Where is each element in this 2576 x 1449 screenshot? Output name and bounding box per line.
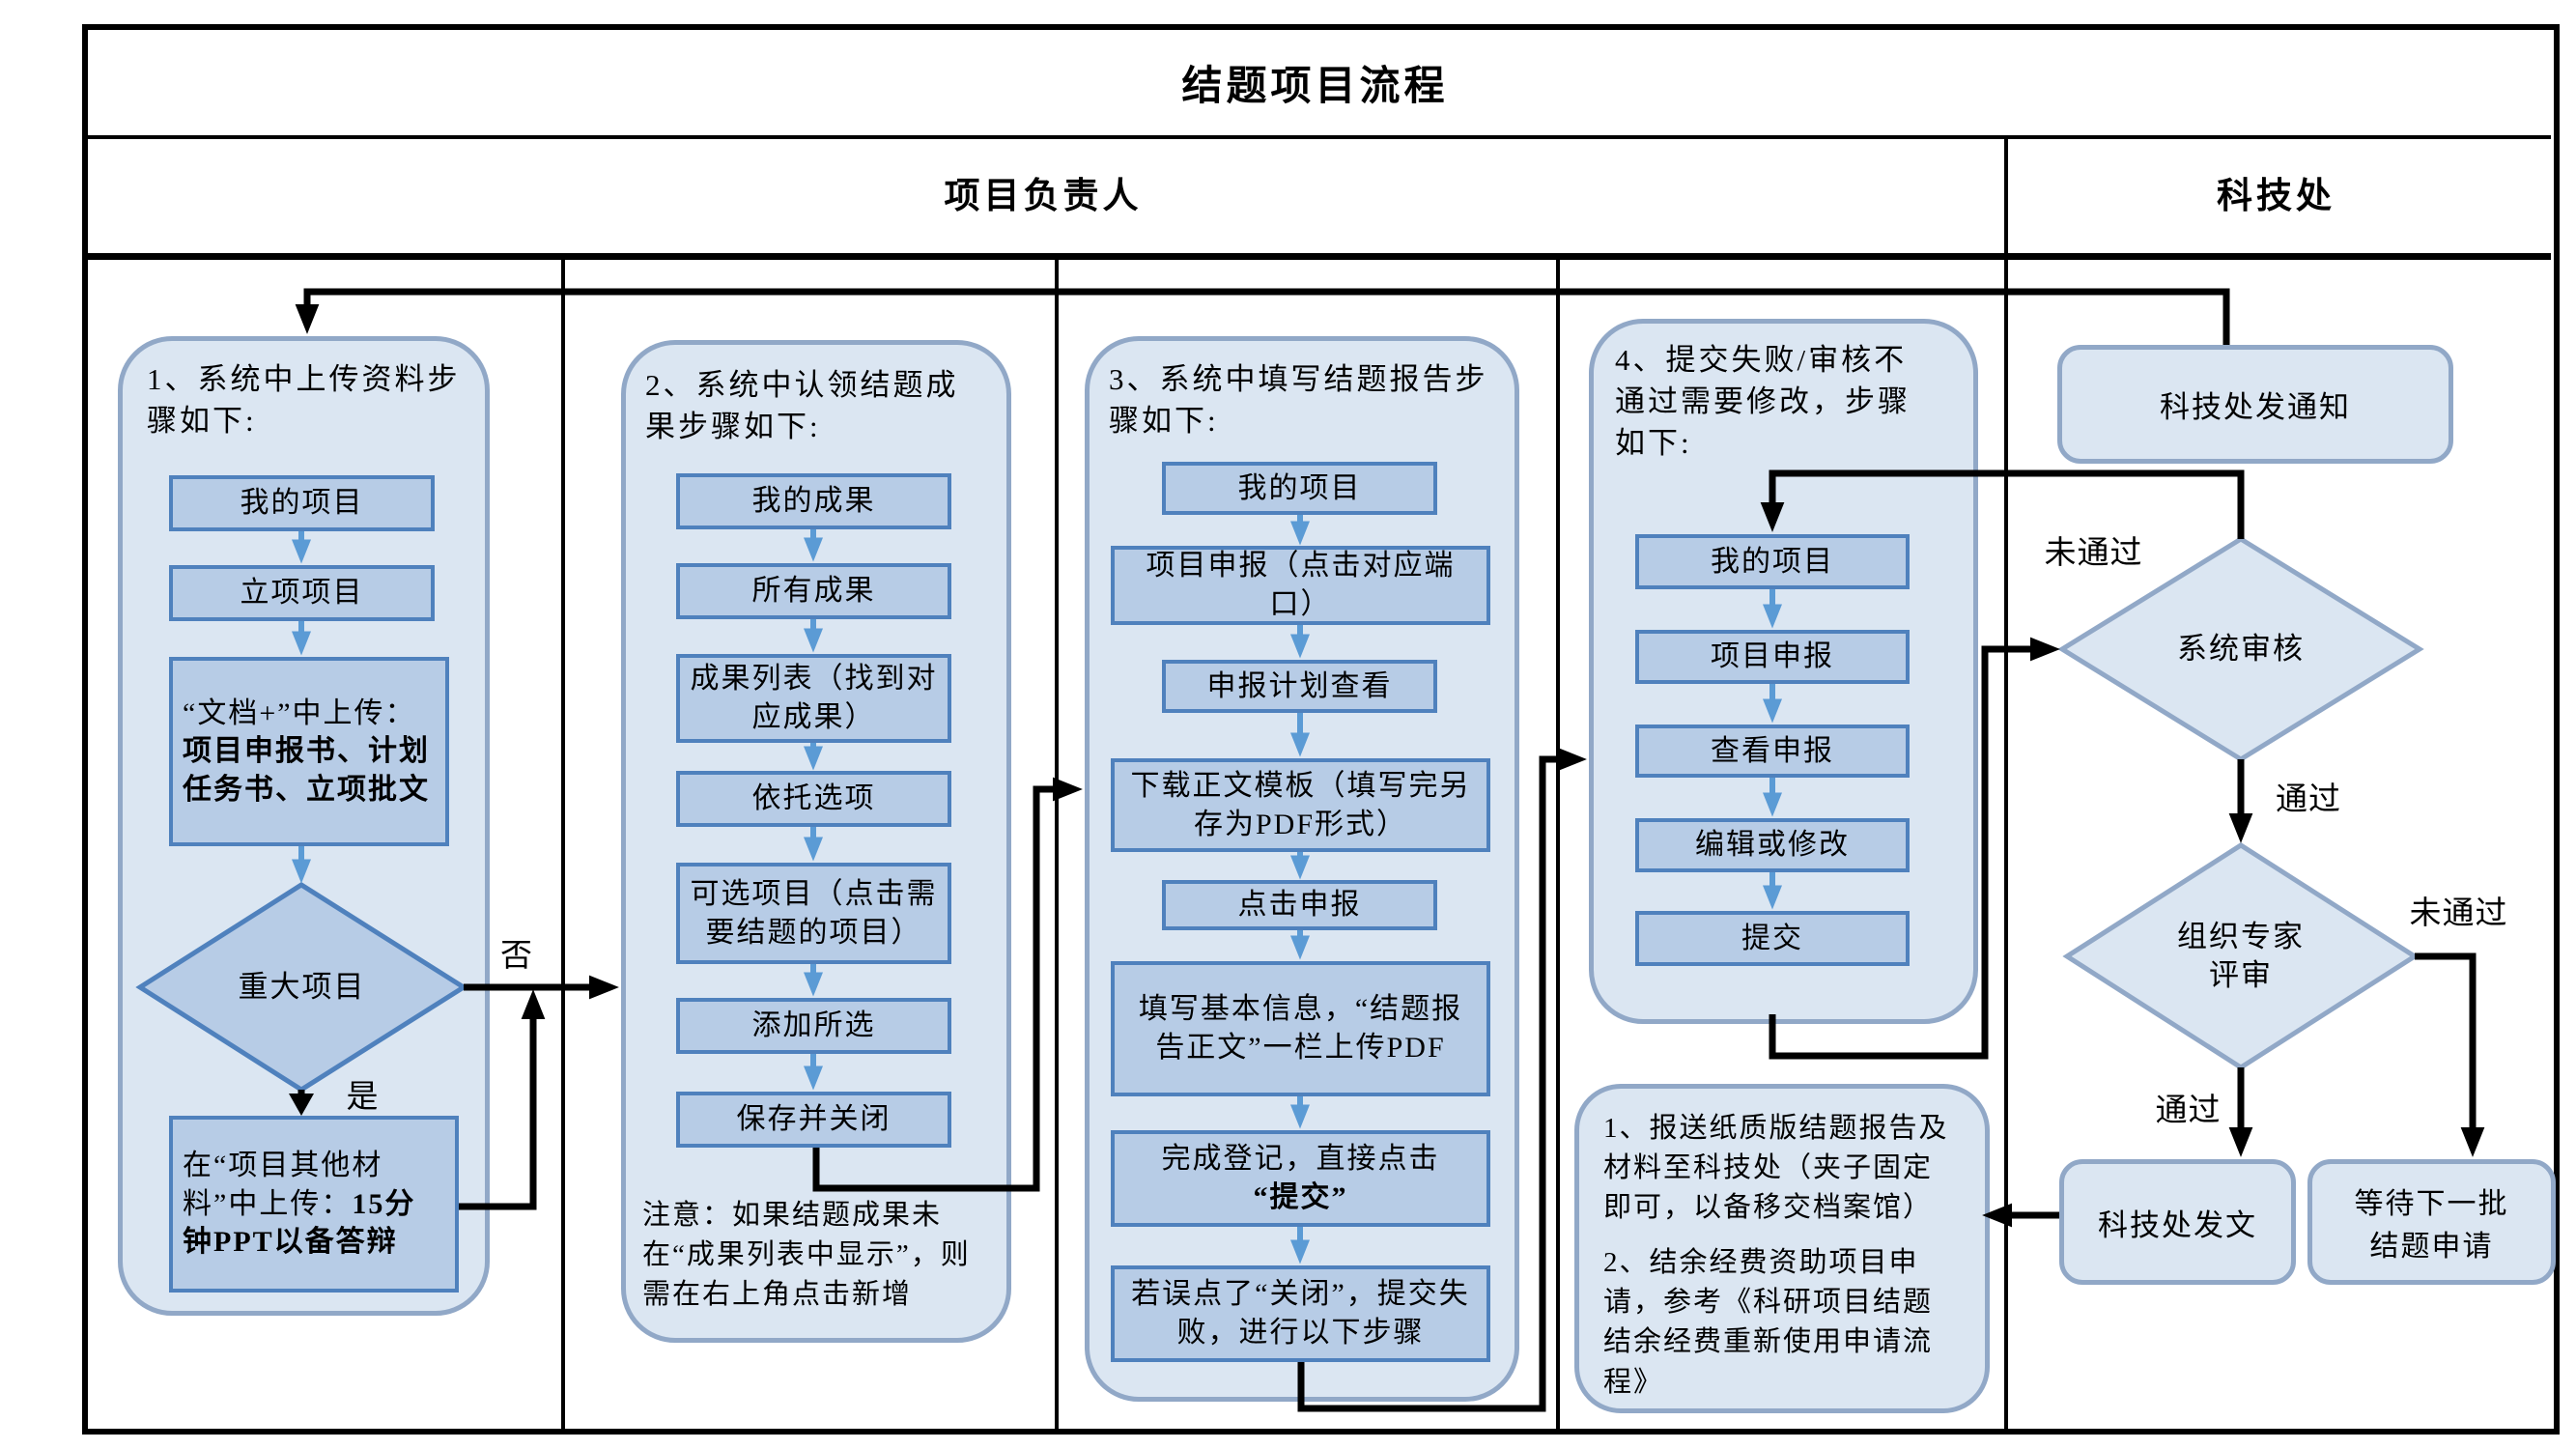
step2-note: 注意：如果结题成果未在“成果列表中显示”，则需在右上角点击新增 bbox=[642, 1200, 971, 1311]
expert-review-text: 组织专家评审 bbox=[2177, 919, 2305, 992]
box-office-issue-doc: 科技处发文 bbox=[2059, 1159, 2296, 1285]
step1-box-ppt: 在“项目其他材料”中上传：15分钟PPT以备答辩 bbox=[169, 1116, 459, 1293]
lane-divider-header bbox=[2004, 137, 2008, 255]
lane-divider-content bbox=[2004, 260, 2008, 1429]
step4-box-view-declare: 查看申报 bbox=[1635, 724, 1910, 778]
upload-docs-text: “文档+”中上传：项目申报书、计划任务书、立项批文 bbox=[183, 696, 430, 806]
label-no: 否 bbox=[500, 939, 533, 974]
lane-header-project-leader: 项目负责人 bbox=[944, 177, 1143, 216]
header-divider bbox=[85, 253, 2551, 260]
column-divider-3 bbox=[1556, 260, 1560, 1429]
wait-next-batch-text: 等待下一批结题申请 bbox=[2354, 1188, 2509, 1263]
ppt-text: 在“项目其他材料”中上传：15分钟PPT以备答辩 bbox=[183, 1150, 416, 1259]
label-sys-review-fail: 未通过 bbox=[2044, 536, 2143, 571]
step3-box-plan-view: 申报计划查看 bbox=[1162, 660, 1437, 713]
step1-box-my-projects: 我的项目 bbox=[169, 475, 435, 531]
column-divider-1 bbox=[561, 260, 565, 1429]
box-office-notify: 科技处发通知 bbox=[2057, 345, 2453, 464]
step3-header: 3、系统中填写结题报告步骤如下: bbox=[1109, 362, 1488, 438]
step4-box-edit-modify: 编辑或修改 bbox=[1635, 818, 1910, 872]
table-frame bbox=[82, 24, 2560, 1435]
step2-box-save-close: 保存并关闭 bbox=[676, 1092, 951, 1148]
label-expert-review-fail: 未通过 bbox=[2409, 896, 2508, 931]
step2-header: 2、系统中认领结题成果步骤如下: bbox=[645, 368, 959, 443]
step3-box-my-projects: 我的项目 bbox=[1162, 462, 1437, 515]
step3-box-submit: 完成登记，直接点击“提交” bbox=[1111, 1130, 1490, 1227]
step3-box-project-declare: 项目申报（点击对应端口） bbox=[1111, 546, 1490, 625]
step2-box-add-selected: 添加所选 bbox=[676, 998, 951, 1054]
step3-box-download-template: 下载正文模板（填写完另存为PDF形式） bbox=[1111, 758, 1490, 852]
container-paper-notes bbox=[1574, 1084, 1990, 1413]
step2-box-rely-option: 依托选项 bbox=[676, 771, 951, 827]
step2-box-result-list: 成果列表（找到对应成果） bbox=[676, 654, 951, 743]
step1-box-upload-docs: “文档+”中上传：项目申报书、计划任务书、立项批文 bbox=[169, 657, 449, 846]
label-yes: 是 bbox=[346, 1080, 380, 1115]
step4-header: 4、提交失败/审核不通过需要修改，步骤如下: bbox=[1615, 343, 1911, 460]
label-sys-review-pass: 通过 bbox=[2276, 782, 2341, 817]
paper-note-2: 2、结余经费资助项目申请，参考《科研项目结题结余经费重新使用申请流程》 bbox=[1603, 1247, 1934, 1398]
step4-box-project-declare: 项目申报 bbox=[1635, 630, 1910, 684]
lane-header-sci-tech-office: 科技处 bbox=[2217, 177, 2335, 216]
decision-major-project-label: 重大项目 bbox=[238, 970, 366, 1005]
decision-expert-review-label: 组织专家评审 bbox=[2144, 913, 2337, 1000]
step1-box-approved-projects: 立项项目 bbox=[169, 565, 435, 621]
box-wait-next-batch: 等待下一批结题申请 bbox=[2307, 1159, 2556, 1285]
decision-system-review-label: 系统审核 bbox=[2177, 632, 2305, 667]
label-expert-review-pass: 通过 bbox=[2155, 1094, 2222, 1128]
step2-box-all-results: 所有成果 bbox=[676, 563, 951, 619]
step2-box-my-results: 我的成果 bbox=[676, 473, 951, 529]
paper-note-1: 1、报送纸质版结题报告及材料至科技处（夹子固定即可，以备移交档案馆） bbox=[1603, 1113, 1949, 1224]
step4-box-my-projects: 我的项目 bbox=[1635, 534, 1910, 589]
submit-text: 完成登记，直接点击“提交” bbox=[1161, 1143, 1440, 1213]
column-divider-2 bbox=[1055, 260, 1059, 1429]
page-title: 结题项目流程 bbox=[1181, 65, 1449, 109]
step3-box-fail-steps: 若误点了“关闭”，提交失败，进行以下步骤 bbox=[1111, 1265, 1490, 1362]
step1-header: 1、系统中上传资料步骤如下: bbox=[147, 362, 461, 438]
step2-box-selectable-projects: 可选项目（点击需要结题的项目） bbox=[676, 863, 951, 964]
title-divider bbox=[85, 135, 2551, 139]
step3-box-click-declare: 点击申报 bbox=[1162, 880, 1437, 930]
step3-box-fill-info: 填写基本信息，“结题报告正文”一栏上传PDF bbox=[1111, 961, 1490, 1096]
step4-box-submit: 提交 bbox=[1635, 911, 1910, 966]
